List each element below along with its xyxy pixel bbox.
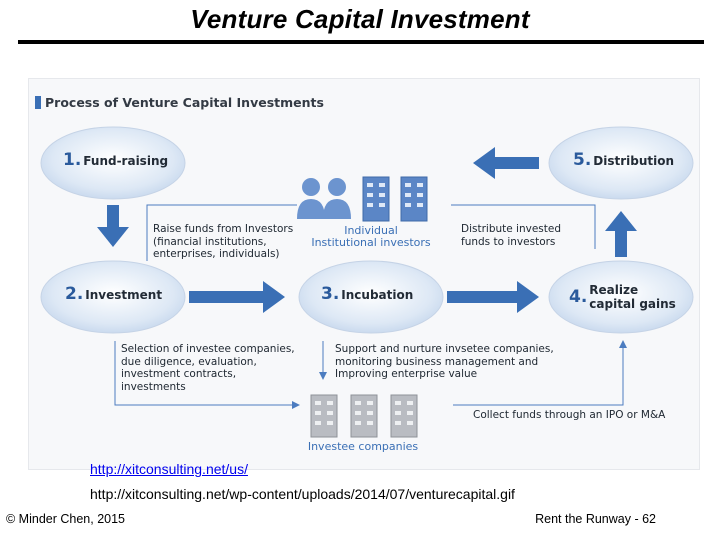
heading-marker bbox=[35, 96, 41, 109]
investees-caption: Investee companies bbox=[307, 440, 419, 453]
stage-3-number: 3. bbox=[321, 284, 340, 304]
investee-building-icon bbox=[350, 394, 378, 438]
stage-5-number: 5. bbox=[573, 150, 592, 170]
institution-building-icon bbox=[362, 176, 390, 222]
footer-copyright: © Minder Chen, 2015 bbox=[6, 512, 126, 526]
raise-funds-line bbox=[146, 204, 297, 261]
stage-4-ellipse bbox=[548, 260, 694, 334]
distribute-line bbox=[451, 204, 596, 249]
stage-4-label: 4.Realize capital gains bbox=[569, 283, 676, 311]
distribute-note: Distribute invested funds to investors bbox=[461, 223, 562, 248]
investors-caption: Individual Institutional investors bbox=[311, 224, 431, 249]
collect-funds-note: Collect funds through an IPO or M&A bbox=[473, 409, 666, 421]
slide-title: Venture Capital Investment bbox=[190, 4, 530, 34]
diagram-graphics bbox=[40, 126, 694, 438]
stage-5-label: 5.Distribution bbox=[573, 150, 675, 170]
stage-3-ellipse bbox=[298, 260, 444, 334]
source-url-text: http://xitconsulting.net/wp-content/uplo… bbox=[90, 486, 515, 502]
stage-2-label: 2.Investment bbox=[65, 284, 163, 304]
stage-1-number: 1. bbox=[63, 150, 82, 170]
stage-5-ellipse bbox=[548, 126, 694, 200]
source-link[interactable]: http://xitconsulting.net/us/ bbox=[90, 461, 248, 477]
stage-2-ellipse bbox=[40, 260, 186, 334]
process-diagram: Process of Venture Capital Investments 1… bbox=[28, 78, 700, 470]
stage-4-text: Realize capital gains bbox=[589, 283, 676, 311]
stage-3-text: Incubation bbox=[341, 288, 414, 302]
diagram-heading: Process of Venture Capital Investments bbox=[45, 95, 324, 110]
support-note: Support and nurture invsetee companies, … bbox=[335, 343, 554, 380]
stage-2-text: Investment bbox=[85, 288, 163, 302]
arrow-1-to-2 bbox=[97, 205, 129, 247]
stage-1-label: 1.Fund-raising bbox=[63, 150, 169, 170]
stage-1-text: Fund-raising bbox=[83, 154, 169, 168]
arrow-3-to-4 bbox=[447, 281, 539, 313]
arrow-5-to-investors bbox=[473, 147, 539, 179]
institution-building-icon bbox=[400, 176, 428, 222]
arrow-4-to-5 bbox=[605, 211, 637, 257]
collect-funds-line bbox=[453, 340, 627, 406]
stage-5-text: Distribution bbox=[593, 154, 675, 168]
arrow-2-to-3 bbox=[189, 281, 285, 313]
person-icon bbox=[297, 178, 325, 219]
stage-1-ellipse bbox=[40, 126, 186, 200]
stage-4-number: 4. bbox=[569, 287, 588, 307]
title-rule bbox=[18, 40, 704, 44]
stage-2-number: 2. bbox=[65, 284, 84, 304]
raise-funds-note: Raise funds from Investors (financial in… bbox=[153, 223, 294, 260]
footer-page: Rent the Runway - 62 bbox=[535, 512, 656, 526]
investee-building-icon bbox=[310, 394, 338, 438]
investee-building-icon bbox=[390, 394, 418, 438]
person-icon bbox=[323, 178, 351, 219]
investment-to-investees-line bbox=[114, 341, 300, 409]
stage-3-label: 3.Incubation bbox=[321, 284, 414, 304]
selection-note: Selection of investee companies, due dil… bbox=[121, 343, 295, 393]
